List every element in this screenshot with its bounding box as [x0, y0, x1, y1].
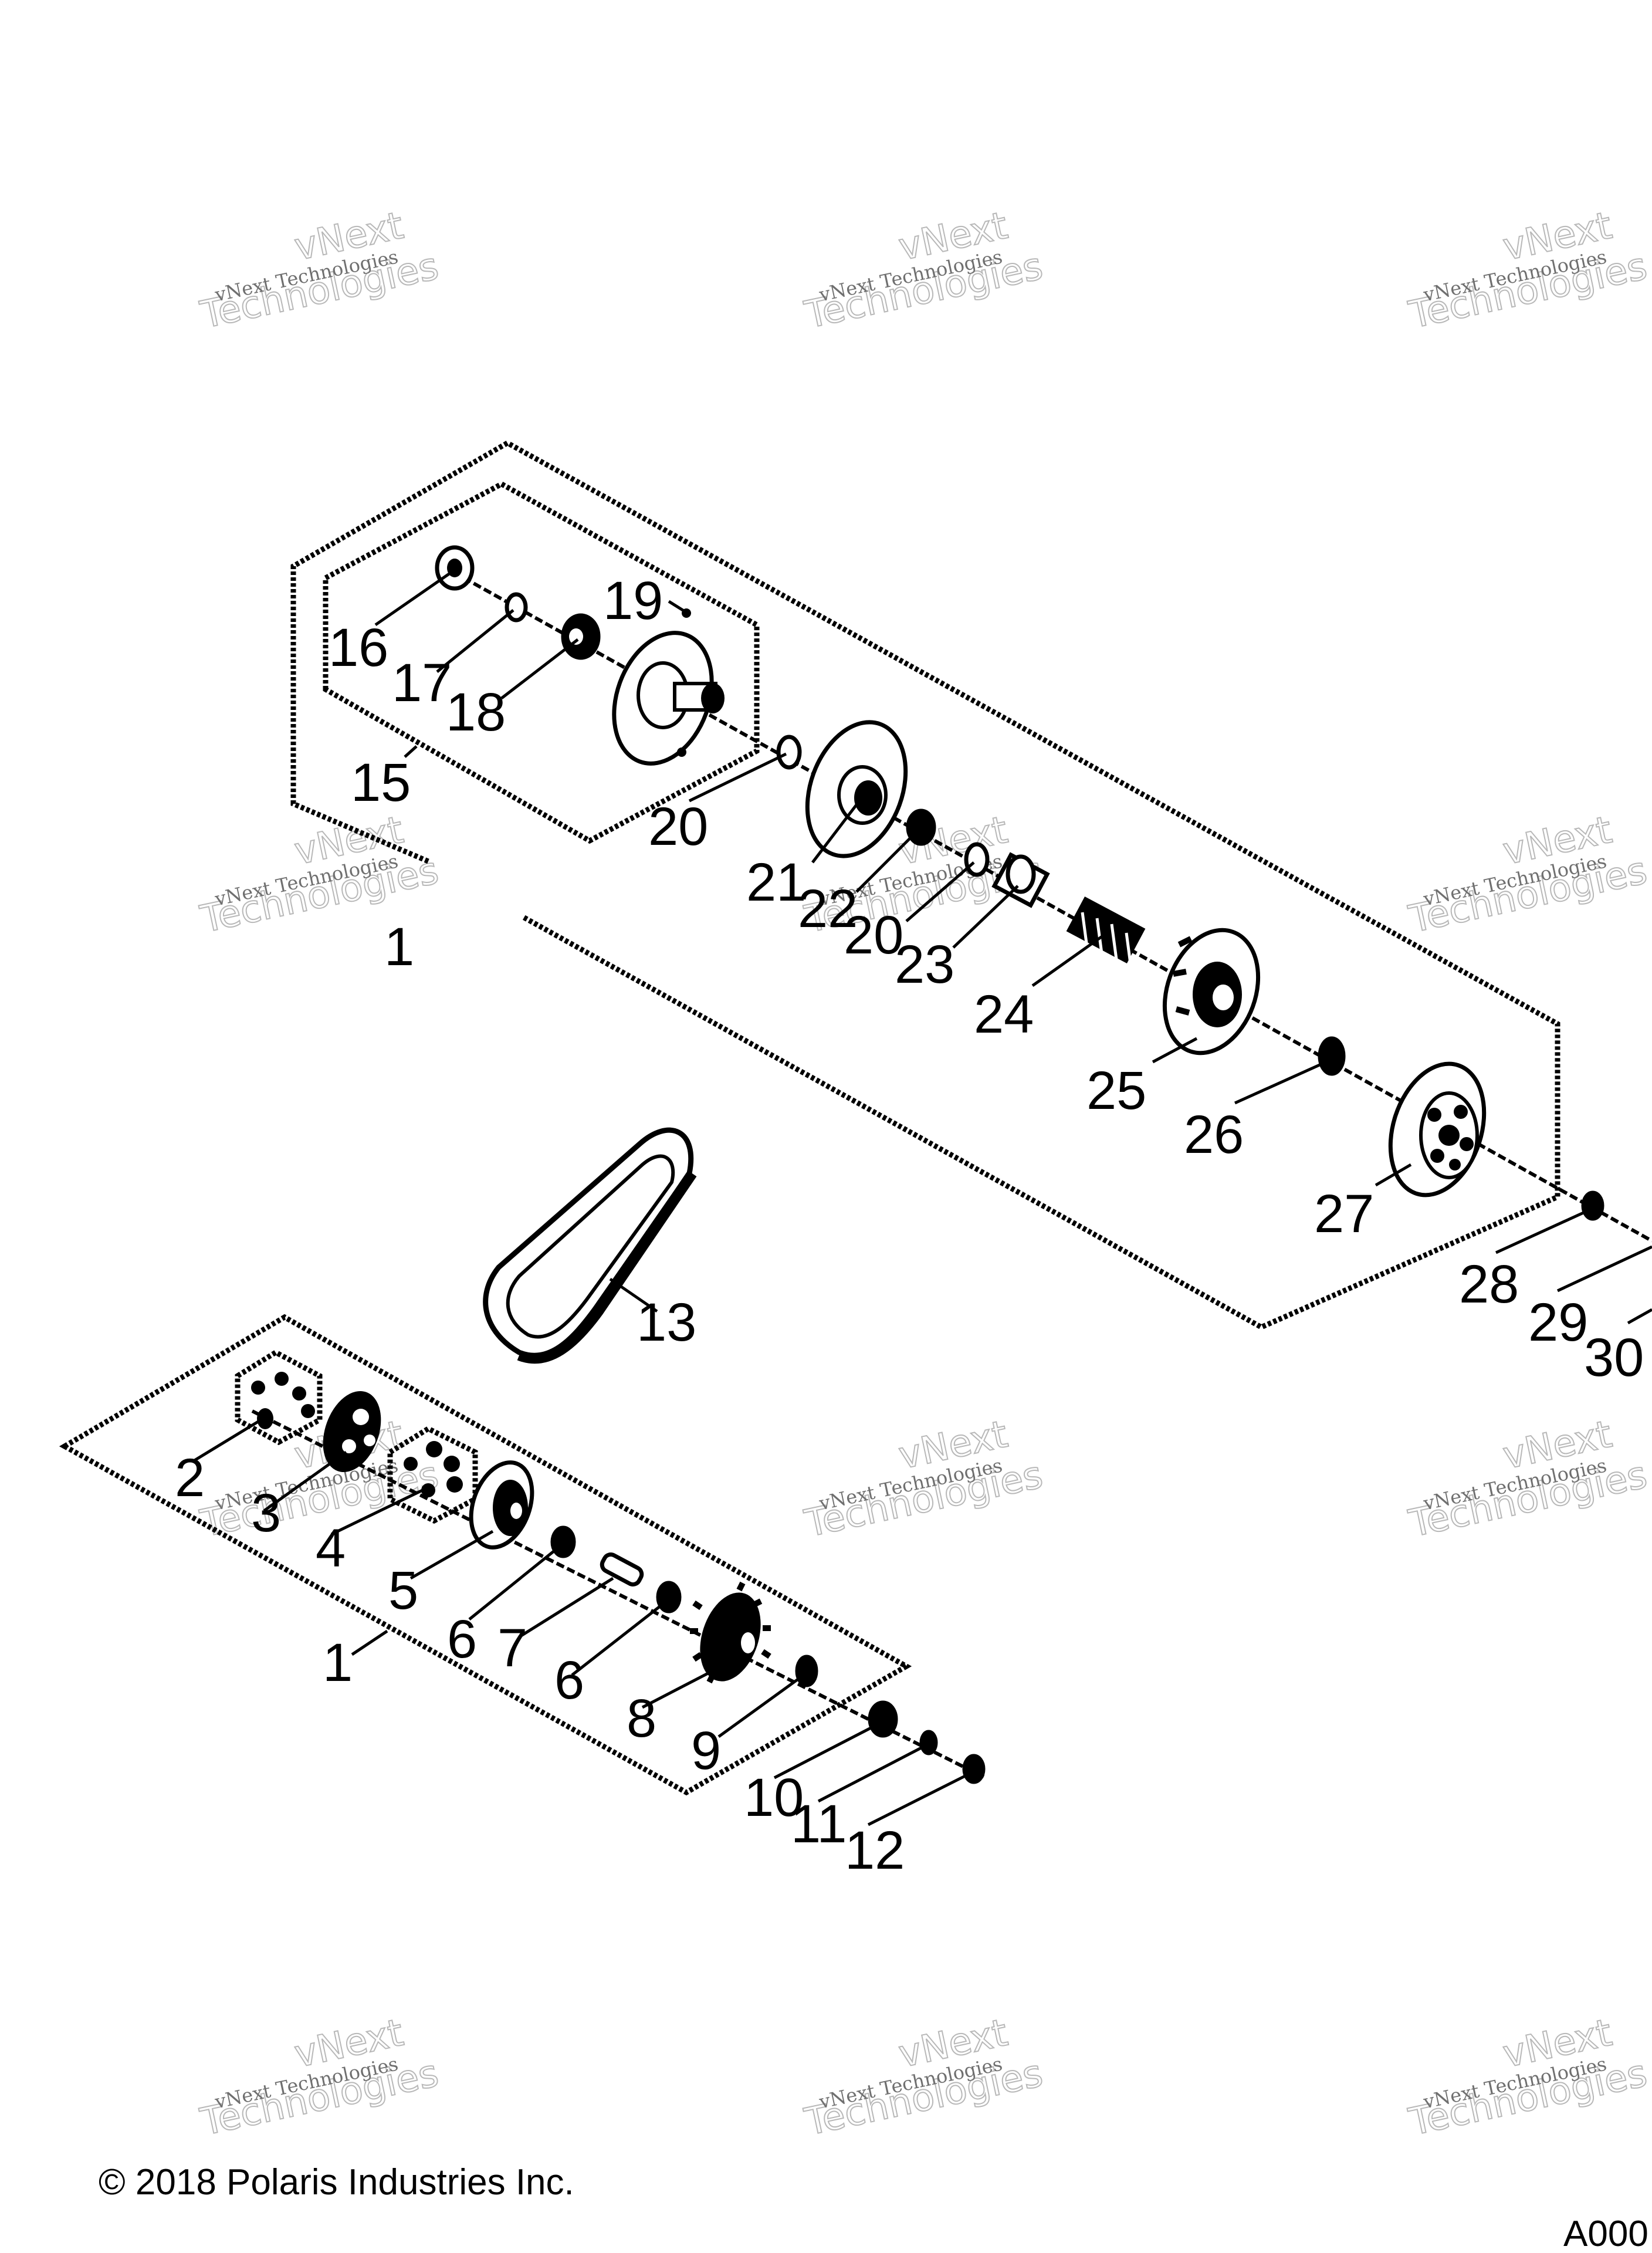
watermark: vNext Technologies vNext Technologies: [196, 1412, 443, 1547]
lower-leader-lines: [192, 1418, 972, 1826]
part-16-bearing: [435, 545, 475, 591]
callout-18: 18: [446, 682, 506, 742]
part-9-washer: [795, 1655, 818, 1687]
watermark: vNext Technologies vNext Technologies: [800, 1412, 1047, 1547]
part-7-pin: [600, 1552, 644, 1586]
upper-leader-lines: [374, 570, 1652, 1325]
part-2-weights: [251, 1372, 315, 1429]
callout-6b: 6: [554, 1650, 584, 1710]
callout-19: 19: [603, 571, 663, 631]
part-27-cover: [1388, 1061, 1487, 1197]
part-4-rollers: [404, 1441, 463, 1497]
watermark: vNext Technologies vNext Technologies: [1404, 1412, 1651, 1547]
callout-13: 13: [637, 1293, 696, 1352]
part-3-spider: [323, 1391, 381, 1472]
subassembly-boundary-left: [235, 1349, 323, 1446]
callout-20a: 20: [648, 797, 708, 857]
callout-15: 15: [351, 753, 411, 813]
lower-shaft-axis: [251, 1409, 987, 1780]
watermark: vNext Technologies vNext Technologies: [196, 204, 443, 338]
figure-code: A000: [1563, 2214, 1648, 2253]
callout-25: 25: [1086, 1061, 1146, 1121]
callout-11: 11: [791, 1794, 847, 1854]
watermark: vNext Technologies vNext Technologies: [1404, 2011, 1651, 2145]
part-20-washer-b: [964, 842, 990, 877]
upper-callouts: 16 17 18 19 15 20 21 22 20 23 24 25 26 2…: [329, 571, 1644, 1388]
watermark: vNext Technologies vNext Technologies: [800, 2011, 1047, 2145]
copyright-text: © 2018 Polaris Industries Inc.: [99, 2162, 574, 2203]
part-10-nut: [868, 1700, 898, 1738]
part-24-spring: [1066, 896, 1146, 969]
upper-assembly: 16 17 18 19 15 20 21 22 20 23 24 25 26 2…: [290, 439, 1652, 1388]
part-13-drive-belt: 13: [483, 1127, 697, 1364]
callout-8: 8: [627, 1689, 656, 1748]
lower-callouts: 2 3 4 5 6 7 6 8 9 10 11 12 1: [175, 1448, 905, 1880]
callout-16: 16: [329, 618, 388, 678]
callout-5: 5: [388, 1561, 418, 1621]
part-23-bushing: [991, 852, 1050, 908]
callout-20b: 20: [844, 905, 903, 965]
callout-2: 2: [175, 1448, 205, 1508]
callout-1-upper: 1: [384, 917, 414, 977]
callout-3: 3: [251, 1483, 281, 1543]
watermark: vNext Technologies vNext Technologies: [1404, 204, 1651, 338]
callout-12: 12: [845, 1821, 905, 1880]
callout-30: 30: [1584, 1328, 1644, 1388]
part-6-bushing-a: [550, 1525, 576, 1558]
watermark: vNext Technologies vNext Technologies: [800, 204, 1047, 338]
callout-29: 29: [1528, 1293, 1588, 1352]
callout-28: 28: [1459, 1254, 1519, 1314]
part-21-sheave: [805, 720, 908, 858]
part-18-bearing: [561, 613, 601, 660]
part-26-nut: [1318, 1036, 1346, 1076]
part-17-ring: [505, 592, 528, 623]
callout-21: 21: [746, 853, 806, 912]
watermark: vNext Technologies vNext Technologies: [1404, 808, 1651, 942]
part-12-bolt: [962, 1754, 986, 1784]
callout-26: 26: [1184, 1105, 1244, 1165]
callout-27: 27: [1314, 1184, 1374, 1244]
callout-9: 9: [691, 1721, 721, 1781]
part-11-washer: [919, 1730, 938, 1755]
callout-7: 7: [497, 1618, 527, 1678]
part-8-gear: [690, 1581, 771, 1684]
watermark: vNext Technologies vNext Technologies: [196, 2011, 443, 2145]
part-20-washer-a: [776, 735, 802, 770]
lower-assembly: 2 3 4 5 6 7 6 8 9 10 11 12 1: [59, 1314, 987, 1880]
callout-1-lower: 1: [323, 1633, 353, 1693]
callout-22: 22: [798, 879, 858, 939]
callout-4: 4: [316, 1518, 346, 1578]
part-19-sheave: [612, 608, 725, 766]
part-25-helix: [1162, 928, 1261, 1056]
lower-assembly-boundary: [59, 1314, 912, 1796]
part-22-spacer: [906, 808, 936, 846]
callout-23: 23: [895, 935, 954, 994]
callout-24: 24: [974, 985, 1034, 1044]
part-28-nut: [1581, 1190, 1604, 1221]
callout-6a: 6: [447, 1609, 477, 1669]
callout-10: 10: [744, 1768, 804, 1828]
subassembly-15-boundary: [323, 481, 760, 844]
callout-17: 17: [392, 653, 452, 713]
part-5-sheave: [469, 1460, 534, 1550]
